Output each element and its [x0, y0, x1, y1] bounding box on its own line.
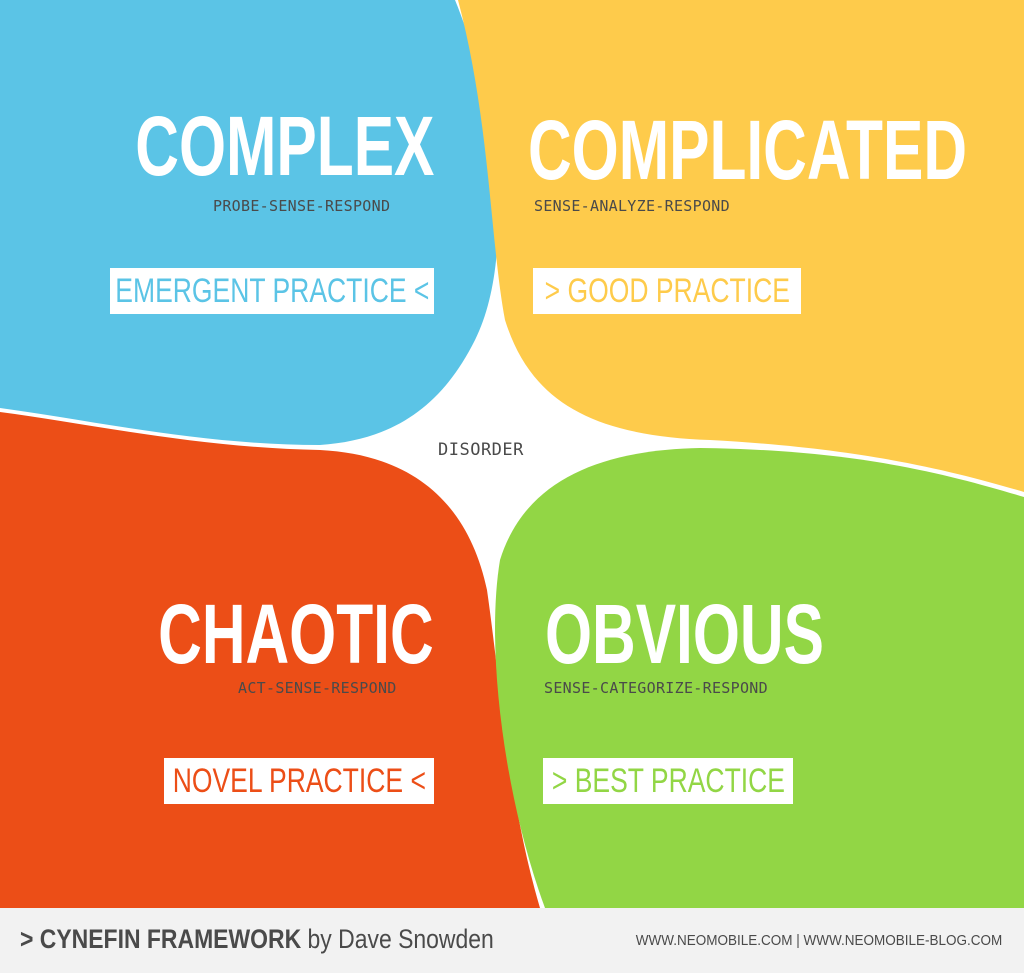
- footer-prefix: >: [20, 924, 40, 954]
- chaotic-practice-label: NOVEL PRACTICE <: [172, 761, 426, 800]
- complicated-practice-badge: > GOOD PRACTICE: [533, 268, 801, 314]
- complex-title: COMPLEX: [134, 99, 434, 193]
- complex-approach: PROBE-SENSE-RESPOND: [213, 197, 391, 215]
- footer-credit: > CYNEFIN FRAMEWORK by Dave Snowden: [20, 924, 494, 955]
- chaotic-title: CHAOTIC: [158, 587, 434, 681]
- footer-framework-name: CYNEFIN FRAMEWORK: [39, 924, 302, 954]
- obvious-title: OBVIOUS: [545, 587, 824, 681]
- complicated-practice-label: > GOOD PRACTICE: [544, 271, 790, 310]
- footer-author: by Dave Snowden: [301, 924, 494, 954]
- chaotic-approach: ACT-SENSE-RESPOND: [238, 679, 397, 697]
- footer: > CYNEFIN FRAMEWORK by Dave Snowden WWW.…: [0, 908, 1024, 973]
- complicated-approach: SENSE-ANALYZE-RESPOND: [534, 197, 730, 215]
- complex-practice-badge: EMERGENT PRACTICE <: [110, 268, 434, 314]
- cynefin-diagram: COMPLEX PROBE-SENSE-RESPOND EMERGENT PRA…: [0, 0, 1024, 908]
- obvious-approach: SENSE-CATEGORIZE-RESPOND: [544, 679, 768, 697]
- disorder-label: DISORDER: [438, 440, 524, 460]
- complicated-region: [458, 0, 1024, 492]
- complicated-title: COMPLICATED: [528, 103, 968, 197]
- obvious-practice-label: > BEST PRACTICE: [551, 761, 785, 800]
- footer-links: WWW.NEOMOBILE.COM | WWW.NEOMOBILE-BLOG.C…: [635, 932, 1002, 949]
- chaotic-practice-badge: NOVEL PRACTICE <: [164, 758, 434, 804]
- complex-region: [0, 0, 499, 445]
- complex-practice-label: EMERGENT PRACTICE <: [114, 271, 430, 310]
- obvious-practice-badge: > BEST PRACTICE: [543, 758, 793, 804]
